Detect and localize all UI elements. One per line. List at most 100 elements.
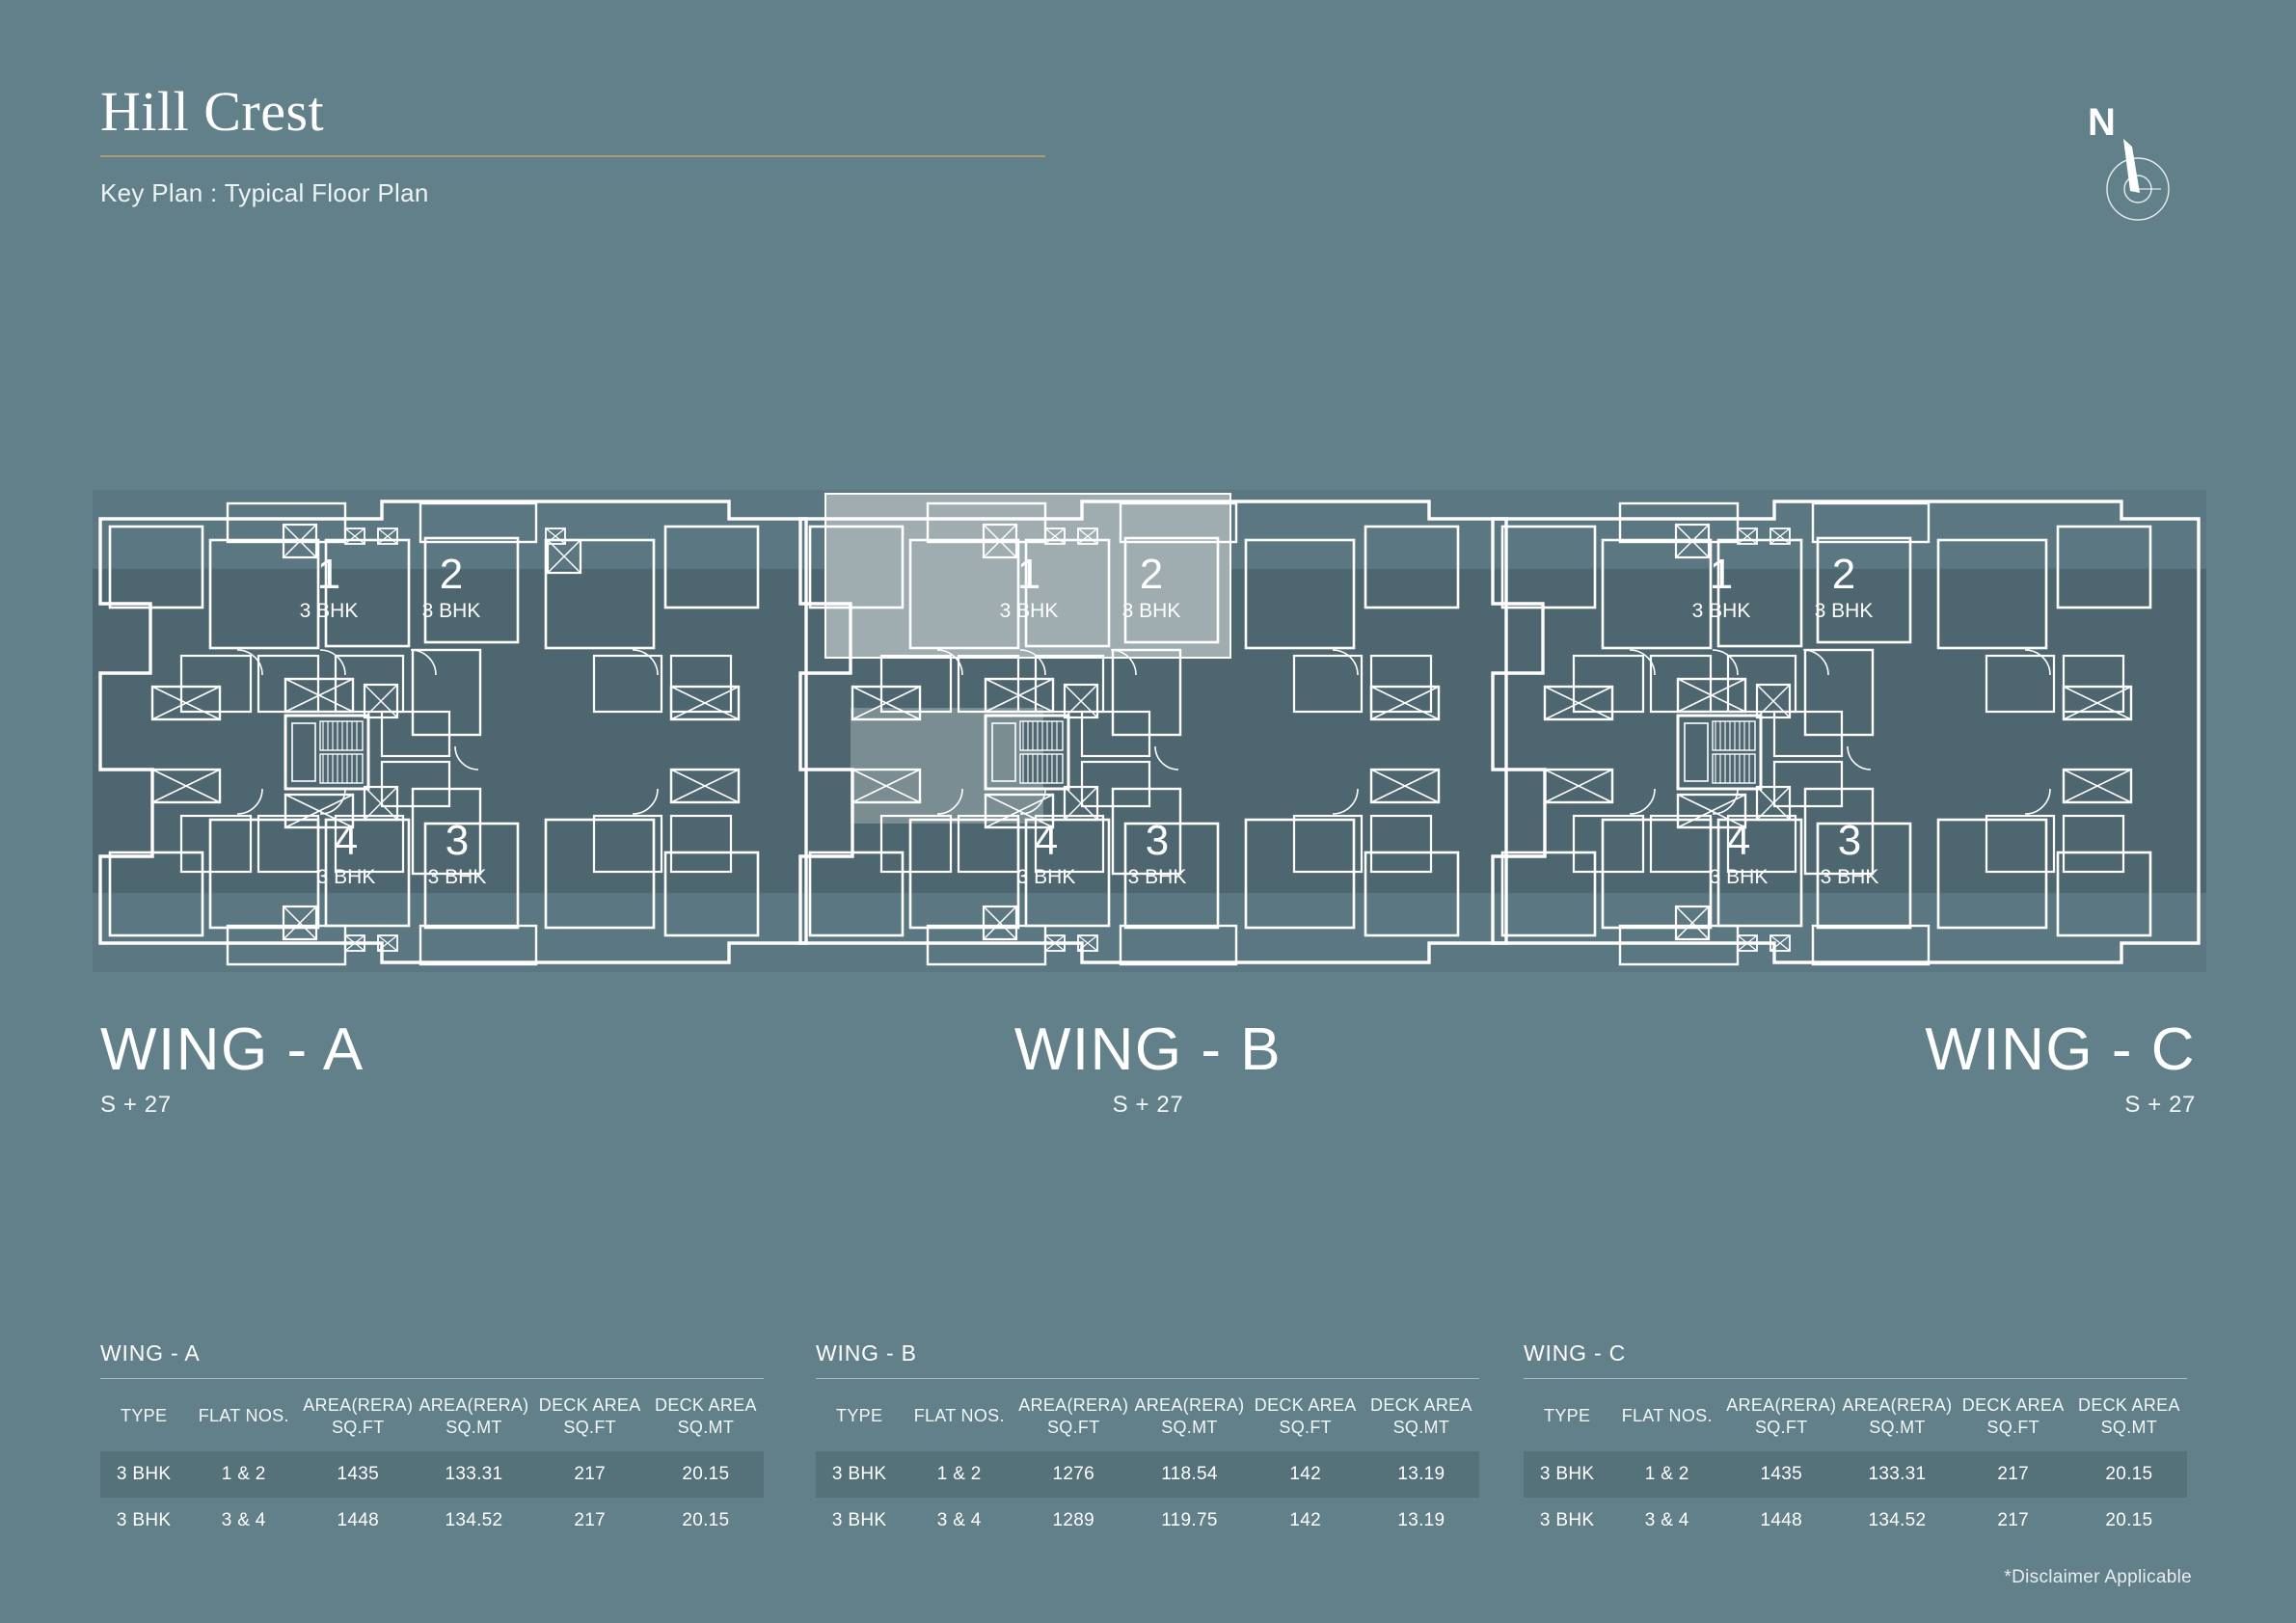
title-divider	[100, 154, 1045, 157]
table-row: 3 BHK 1 & 2 1276 118.54 142 13.19	[816, 1451, 1479, 1498]
cell-area-sqft: 1276	[1015, 1451, 1132, 1498]
cell-deck-sqmt: 20.15	[647, 1451, 764, 1498]
cell-area-sqmt: 133.31	[1839, 1451, 1956, 1498]
wing-b-plan	[798, 500, 1508, 966]
cell-deck-sqmt: 13.19	[1363, 1451, 1479, 1498]
cell-flat-nos: 3 & 4	[221, 1510, 266, 1530]
unit-type: 3 BHK	[428, 866, 487, 888]
unit-type: 3 BHK	[1017, 866, 1076, 888]
unit-type: 3 BHK	[422, 600, 481, 622]
cell-deck-sqft: 217	[1955, 1451, 2071, 1498]
col-area-sqmt: AREA(RERA)SQ.MT	[1842, 1395, 1953, 1437]
cell-area-sqmt: 119.75	[1161, 1510, 1218, 1530]
unit-number: 3	[1146, 817, 1169, 864]
wing-b-table: WING - B TYPE FLAT NOS. AREA(RERA)SQ.FT …	[816, 1340, 1479, 1544]
cell-deck-sqmt: 20.15	[2105, 1510, 2153, 1530]
cell-flat-nos: 3 & 4	[936, 1510, 982, 1530]
unit-type: 3 BHK	[1815, 600, 1874, 622]
col-flat-nos: FLAT NOS.	[913, 1406, 1005, 1426]
table-header-row: TYPE FLAT NOS. AREA(RERA)SQ.FT AREA(RERA…	[100, 1383, 764, 1451]
wing-a-table: WING - A TYPE FLAT NOS. AREA(RERA)SQ.FT …	[100, 1340, 764, 1544]
wing-label-b: WING - B S + 27	[0, 1020, 2296, 1119]
cell-type: 3 BHK	[1539, 1510, 1595, 1530]
table-header-row: TYPE FLAT NOS. AREA(RERA)SQ.FT AREA(RERA…	[816, 1383, 1479, 1451]
cell-deck-sqft: 217	[574, 1510, 606, 1530]
col-flat-nos: FLAT NOS.	[198, 1406, 289, 1426]
unit-number: 1	[317, 551, 340, 598]
table-row: 3 BHK 1 & 2 1435 133.31 217 20.15	[1524, 1451, 2187, 1498]
unit-type: 3 BHK	[1692, 600, 1751, 622]
cell-area-sqmt: 134.52	[1868, 1510, 1927, 1530]
area-table: TYPE FLAT NOS. AREA(RERA)SQ.FT AREA(RERA…	[1524, 1383, 2187, 1544]
unit-type: 3 BHK	[1122, 600, 1181, 622]
unit-type: 3 BHK	[1821, 866, 1879, 888]
wing-b-floors: S + 27	[1112, 1092, 1184, 1118]
unit-number: 2	[1832, 551, 1855, 598]
cell-type: 3 BHK	[100, 1451, 188, 1498]
unit-number: 3	[1838, 817, 1861, 864]
area-table: TYPE FLAT NOS. AREA(RERA)SQ.FT AREA(RERA…	[816, 1383, 1479, 1544]
cell-area-sqmt: 133.31	[416, 1451, 532, 1498]
wing-b-highlight	[825, 494, 1230, 658]
cell-deck-sqft: 142	[1247, 1451, 1364, 1498]
cell-type: 3 BHK	[116, 1510, 172, 1530]
unit-number: 4	[1727, 817, 1750, 864]
cell-deck-sqmt: 20.15	[2070, 1451, 2187, 1498]
table-row: 3 BHK 3 & 4 1289 119.75 142 13.19	[816, 1498, 1479, 1544]
unit-type: 3 BHK	[1710, 866, 1769, 888]
area-table: TYPE FLAT NOS. AREA(RERA)SQ.FT AREA(RERA…	[100, 1383, 764, 1544]
wing-c-table-title: WING - C	[1524, 1340, 1627, 1366]
col-type: TYPE	[121, 1406, 168, 1426]
col-type: TYPE	[836, 1406, 883, 1426]
wing-c-table: WING - C TYPE FLAT NOS. AREA(RERA)SQ.FT …	[1524, 1340, 2187, 1544]
cell-area-sqft: 1289	[1052, 1510, 1094, 1530]
compass-svg: N	[2088, 101, 2170, 221]
col-area-sqmt: AREA(RERA)SQ.MT	[419, 1395, 529, 1437]
page-subtitle: Key Plan : Typical Floor Plan	[100, 177, 429, 207]
unit-number: 2	[440, 551, 463, 598]
cell-deck-sqft: 142	[1289, 1510, 1321, 1530]
cell-area-sqmt: 118.54	[1131, 1451, 1248, 1498]
wing-c-table-divider	[1524, 1378, 2187, 1379]
wing-a-table-divider	[100, 1378, 764, 1379]
table-row: 3 BHK 3 & 4 1448 134.52 217 20.15	[1524, 1498, 2187, 1544]
wing-c-plan	[1491, 500, 2201, 966]
cell-type: 3 BHK	[831, 1510, 887, 1530]
cell-type: 3 BHK	[816, 1451, 904, 1498]
disclaimer-text: *Disclaimer Applicable	[2004, 1567, 2192, 1587]
cell-area-sqft: 1435	[300, 1451, 417, 1498]
col-area-sqft: AREA(RERA)SQ.FT	[1726, 1395, 1837, 1437]
compass-north-letter: N	[2088, 101, 2116, 144]
unit-number: 1	[1017, 551, 1040, 598]
compass-north-icon: N	[2082, 100, 2188, 226]
floor-plan-drawing: 1 3 BHK 2 3 BHK 4 3 BHK 3 3 BHK 1 3 BHK …	[93, 490, 2206, 972]
wing-a-floors: S + 27	[100, 1092, 172, 1118]
wing-label-a: WING - A S + 27	[100, 1020, 365, 1119]
unit-type: 3 BHK	[300, 600, 359, 622]
wing-b-table-divider	[816, 1378, 1479, 1379]
cell-type: 3 BHK	[1524, 1451, 1611, 1498]
cell-deck-sqft: 217	[1997, 1510, 2029, 1530]
unit-type: 3 BHK	[1000, 600, 1059, 622]
unit-number: 1	[1710, 551, 1733, 598]
unit-number: 4	[1035, 817, 1058, 864]
unit-number: 3	[446, 817, 469, 864]
table-row: 3 BHK 1 & 2 1435 133.31 217 20.15	[100, 1451, 764, 1498]
col-type: TYPE	[1544, 1406, 1591, 1426]
col-area-sqft: AREA(RERA)SQ.FT	[303, 1395, 414, 1437]
wing-b-name: WING - B	[1013, 1016, 1283, 1083]
cell-flat-nos: 1 & 2	[1610, 1451, 1724, 1498]
wing-a-plan	[98, 500, 808, 966]
cell-flat-nos: 1 & 2	[187, 1451, 301, 1498]
unit-number: 4	[335, 817, 358, 864]
floor-plan: 1 3 BHK 2 3 BHK 4 3 BHK 3 3 BHK 1 3 BHK …	[93, 480, 2206, 982]
table-row: 3 BHK 3 & 4 1448 134.52 217 20.15	[100, 1498, 764, 1544]
wing-c-name: WING - C	[1925, 1016, 2196, 1083]
wing-a-table-title: WING - A	[100, 1340, 201, 1366]
